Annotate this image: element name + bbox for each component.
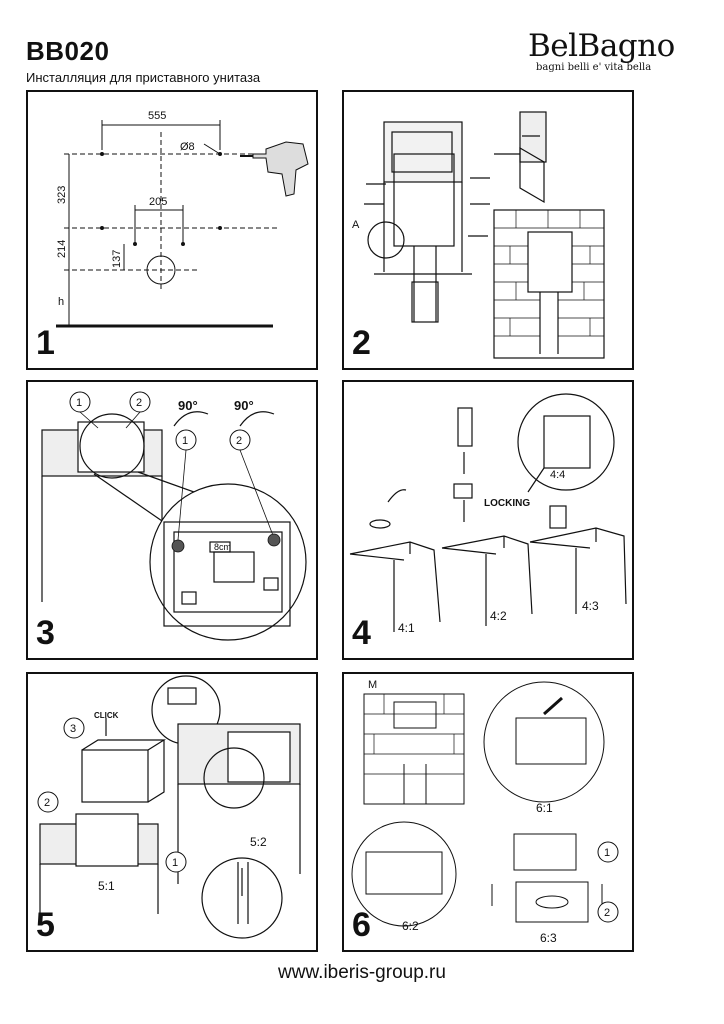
brand-name: BelBagno [528,28,675,64]
panel-4-pipe-connection: 4:4 LOCKING 4:1 4:2 4:3 4 [342,380,634,660]
depth-adjustment-diagram: 1 2 1 2 90° 90° 8cm [41,391,307,641]
panel-number: 2 [352,324,371,362]
callout-2: 2 [604,907,610,919]
step-4-2: 4:2 [490,609,507,623]
panel-5-cistern-box: 3 2 1 CLICK 5:1 5:2 5 [26,672,318,952]
flush-plate-diagram: M 6:1 6:2 6:3 1 2 [351,679,619,945]
dim-205: 205 [149,196,167,208]
dim-diameter: Ø8 [180,141,195,153]
document-subtitle: Инсталляция для приставного унитаза [26,70,261,85]
callout-1: 1 [76,397,82,409]
dim-h: h [58,296,64,308]
panel-number: 4 [352,614,371,652]
step-6-2: 6:2 [402,919,419,933]
drill-points [100,152,222,246]
step-5-1: 5:1 [98,879,115,893]
dim-555: 555 [148,110,166,122]
locking-label: LOCKING [484,498,530,509]
panel-2-frame-mounting: A 2 [342,90,634,370]
callout-2: 2 [44,797,50,809]
callout-1: 1 [604,847,610,859]
callout-3: 3 [70,723,76,735]
panel-number: 3 [36,614,55,652]
step-6-3: 6:3 [540,931,557,945]
rotation-label-1: 90° [178,398,198,413]
dim-214: 214 [56,240,68,258]
rotation-callout-2: 2 [236,435,242,447]
step-4-1: 4:1 [398,621,415,635]
panel-1-drilling-layout: 555 Ø8 205 323 214 137 h 1 [26,90,318,370]
brand-tagline: bagni belli e' vita bella [536,62,652,73]
frame-mounting-diagram: A [352,111,605,359]
dimension-mark: 8cm [214,542,231,552]
click-label: CLICK [94,711,119,720]
dim-323: 323 [56,186,68,204]
panel-3-depth-adjustment: 1 2 1 2 90° 90° 8cm 3 [26,380,318,660]
rotation-label-2: 90° [234,398,254,413]
panel-number: 6 [352,906,371,944]
cistern-box-diagram: 3 2 1 CLICK 5:1 5:2 [37,675,301,939]
rotation-callout-1: 1 [182,435,188,447]
step-4-3: 4:3 [582,599,599,613]
marker-m: M [368,679,377,691]
brand-logo: BelBagno bagni belli e' vita bella [528,28,708,76]
panel-6-flush-plate: M 6:1 6:2 6:3 1 2 6 [342,672,634,952]
callout-1: 1 [172,857,178,869]
drilling-diagram: 555 Ø8 205 323 214 137 h [56,110,309,328]
step-6-1: 6:1 [536,801,553,815]
callout-2: 2 [136,397,142,409]
step-5-2: 5:2 [250,835,267,849]
footer-website: www.iberis-group.ru [278,962,446,983]
dim-137: 137 [111,250,123,268]
panel-number: 1 [36,324,55,362]
step-4-4: 4:4 [550,469,565,481]
panel-number: 5 [36,906,55,944]
model-code: BB020 [26,36,110,66]
pipe-connection-diagram: 4:4 LOCKING 4:1 4:2 4:3 [349,393,627,635]
detail-marker-a: A [352,219,360,231]
